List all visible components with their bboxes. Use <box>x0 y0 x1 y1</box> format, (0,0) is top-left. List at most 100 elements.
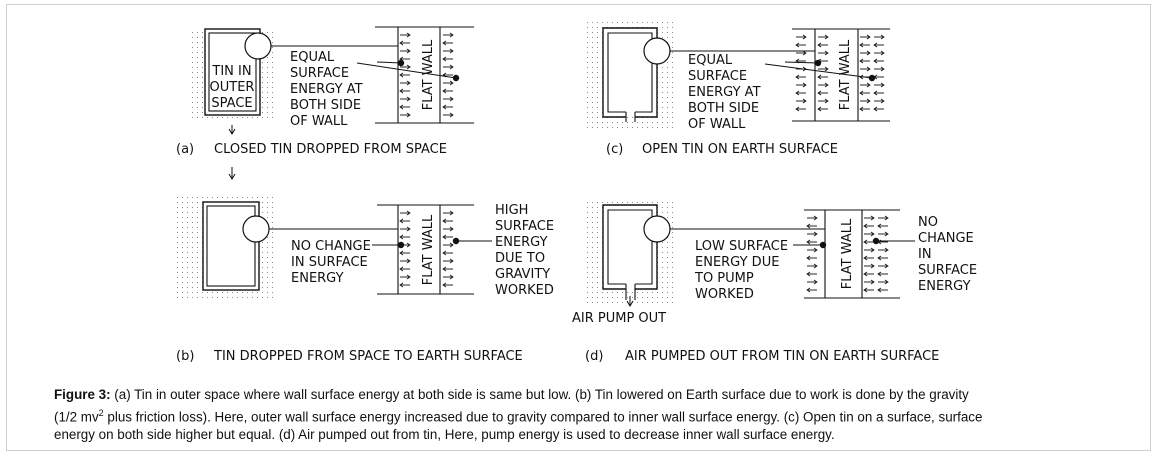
wall-arrow-head <box>399 88 404 94</box>
panel-caption: AIR PUMPED OUT FROM TIN ON EARTH SURFACE <box>625 349 939 364</box>
annotation-line: SURFACE <box>495 219 554 234</box>
wall-arrow-head <box>795 106 800 112</box>
tin-label-line: TIN IN <box>211 64 251 79</box>
wall-arrow-head <box>442 56 447 62</box>
wall-arrow-head <box>813 279 818 285</box>
wall-arrow-head <box>866 66 871 72</box>
panel-caption: TIN DROPPED FROM SPACE TO EARTH SURFACE <box>213 349 523 364</box>
wall-arrow-head <box>863 255 868 261</box>
wall-arrow-head <box>880 34 885 40</box>
wall-arrow-head <box>880 82 885 88</box>
surface-point-dot <box>452 74 460 82</box>
wall-arrow-head <box>449 64 454 70</box>
surface-point-dot <box>872 237 880 245</box>
tin-label-line: OUTER <box>210 80 255 95</box>
annotation-line: NO CHANGE <box>291 239 371 254</box>
wall-arrow-head <box>884 215 889 221</box>
wall-arrow-head <box>880 98 885 104</box>
panel-d: AIR PUMP OUT LOW SURFACE ENERGY DUE TO P… <box>572 199 977 364</box>
wall-arrow-head <box>449 112 454 118</box>
wall-arrow-head <box>873 90 878 96</box>
wall-arrow-head <box>813 215 818 221</box>
wall-arrow-head <box>859 106 864 112</box>
wall-arrow-head <box>880 50 885 56</box>
panel-caption: CLOSED TIN DROPPED FROM SPACE <box>214 142 447 157</box>
wall-arrow-head <box>449 258 454 264</box>
wall-arrow-head <box>863 271 868 277</box>
energy-annotation-right: NO CHANGE IN SURFACE ENERGY <box>918 215 977 294</box>
annotation-line: OF WALL <box>688 117 746 132</box>
wall-arrow-head <box>806 271 811 277</box>
energy-annotation: EQUAL SURFACE ENERGY AT BOTH SIDE OF WAL… <box>290 50 363 129</box>
panel-caption: OPEN TIN ON EARTH SURFACE <box>642 142 838 157</box>
annotation-line: IN SURFACE <box>291 255 368 270</box>
wall-arrow-head <box>795 58 800 64</box>
energy-annotation: EQUAL SURFACE ENERGY AT BOTH SIDE OF WAL… <box>688 53 761 132</box>
tin-inner-outline <box>206 205 256 287</box>
annotation-line: ENERGY AT <box>290 82 363 97</box>
wall-arrow-head <box>870 247 875 253</box>
caption-line-2: (1/2 mv2 plus friction loss). Here, oute… <box>54 408 983 425</box>
wall-label: FLAT WALL <box>838 39 853 110</box>
wall-arrow-head <box>880 66 885 72</box>
wall-arrow-head <box>406 96 411 102</box>
caption-line-3: energy on both side higher but equal. (d… <box>54 427 835 443</box>
tin-wall-magnifier <box>643 215 671 243</box>
surface-point-dot <box>868 74 876 82</box>
tin-wall-magnifier <box>643 37 671 65</box>
wall-arrow-head <box>442 266 447 272</box>
wall-arrow-head <box>817 42 822 48</box>
wall-arrow-head <box>884 231 889 237</box>
wall-arrow-head <box>442 250 447 256</box>
energy-annotation-left: NO CHANGE IN SURFACE ENERGY <box>291 239 371 286</box>
wall-arrow-head <box>884 279 889 285</box>
wall-arrow-head <box>442 234 447 240</box>
annotation-line: WORKED <box>695 287 754 302</box>
caption-label: Figure 3: <box>54 387 111 402</box>
wall-arrow-head <box>399 234 404 240</box>
panel-a: TIN IN OUTER SPACE EQUAL SURFACE ENERGY … <box>176 26 474 157</box>
wall-arrow-head <box>859 58 864 64</box>
wall-arrow-head <box>399 218 404 224</box>
wall-arrow-head <box>795 74 800 80</box>
tin-wall-magnifier <box>242 215 270 243</box>
annotation-line: IN <box>918 247 932 262</box>
pointer-line <box>356 62 457 79</box>
wall-arrow-head <box>806 255 811 261</box>
wall-arrow-head <box>870 279 875 285</box>
figure-frame <box>6 4 1151 451</box>
tin-label-line: SPACE <box>211 96 252 111</box>
flat-wall: FLAT WALL <box>804 209 900 299</box>
wall-arrow-head <box>824 34 829 40</box>
panel-b: NO CHANGE IN SURFACE ENERGY HIGH SURFACE… <box>176 193 554 364</box>
figure-caption: Figure 3: (a) Tin in outer space where w… <box>54 386 1114 444</box>
wall-arrow-head <box>449 226 454 232</box>
wall-arrow-head <box>870 263 875 269</box>
wall-arrow-head <box>802 50 807 56</box>
wall-arrow-head <box>866 34 871 40</box>
wall-arrow-head <box>442 282 447 288</box>
wall-arrow-head <box>406 112 411 118</box>
wall-arrow-head <box>859 74 864 80</box>
wall-arrow-head <box>806 287 811 293</box>
wall-arrow-head <box>859 42 864 48</box>
wall-arrow-head <box>824 66 829 72</box>
surface-point-dot <box>397 241 405 249</box>
wall-arrow-head <box>813 263 818 269</box>
wall-arrow-head <box>873 58 878 64</box>
wall-arrow-head <box>442 40 447 46</box>
annotation-line: CHANGE <box>918 231 974 246</box>
wall-arrow-head <box>802 82 807 88</box>
annotation-line: BOTH SIDE <box>688 101 759 116</box>
wall-arrow-head <box>406 48 411 54</box>
wall-arrow-head <box>406 274 411 280</box>
wall-arrow-head <box>866 50 871 56</box>
wall-arrow-head <box>813 231 818 237</box>
pointer-line <box>784 61 819 64</box>
panel-letter: (a) <box>176 142 194 157</box>
wall-arrow-head <box>863 223 868 229</box>
wall-arrow-head <box>406 210 411 216</box>
wall-arrow-head <box>806 223 811 229</box>
annotation-line: EQUAL <box>688 53 733 68</box>
annotation-line: BOTH SIDE <box>290 98 361 113</box>
